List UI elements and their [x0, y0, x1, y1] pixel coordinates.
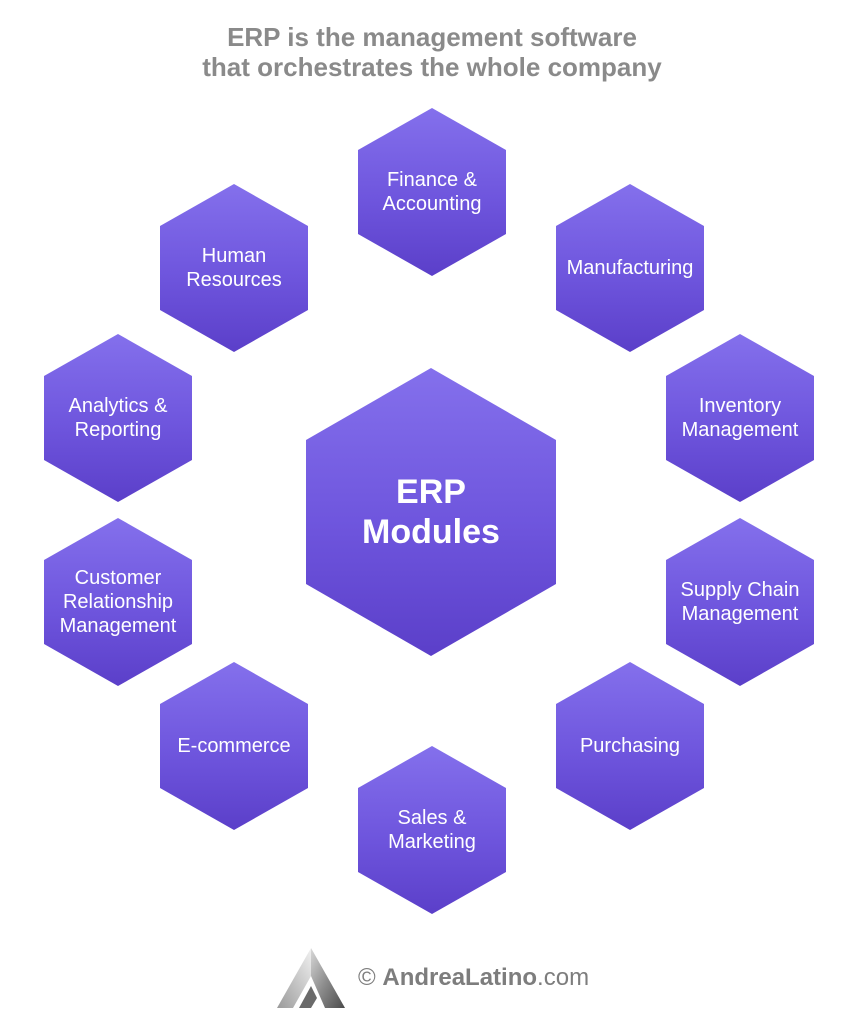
copyright-symbol: © — [358, 964, 376, 991]
module-manufacturing: Manufacturing — [556, 184, 704, 352]
brand-name: AndreaLatino — [382, 964, 538, 991]
module-label: Sales & Marketing — [388, 807, 476, 853]
module-analytics-reporting: Analytics & Reporting — [44, 334, 192, 502]
module-human-resources: Human Resources — [160, 184, 308, 352]
module-supply-chain-management: Supply Chain Management — [666, 518, 814, 686]
title-line-1: ERP is the management software — [227, 22, 637, 52]
module-ecommerce: E-commerce — [160, 662, 308, 830]
title-line-2: that orchestrates the whole company — [202, 52, 662, 82]
module-label: Purchasing — [579, 735, 681, 757]
module-customer-relationship-management: Customer Relationship Management — [44, 518, 192, 686]
module-inventory-management: Inventory Management — [666, 334, 814, 502]
module-label: Finance & Accounting — [382, 169, 482, 215]
erp-modules-hexagon: ERP Modules — [306, 368, 556, 656]
brand-tld: .com — [537, 964, 590, 991]
erp-modules-label: ERP Modules — [362, 473, 500, 551]
module-finance-accounting: Finance & Accounting — [358, 108, 506, 276]
module-label: Inventory Management — [681, 395, 799, 441]
module-purchasing: Purchasing — [556, 662, 704, 830]
copyright-text: © AndreaLatino.com — [358, 964, 589, 992]
andrealatino-logo-icon — [277, 948, 345, 1008]
module-label: E-commerce — [177, 735, 291, 757]
module-label: Supply Chain Management — [680, 579, 800, 625]
module-sales-marketing: Sales & Marketing — [358, 746, 506, 914]
module-label: Manufacturing — [566, 257, 694, 279]
module-label: Analytics & Reporting — [68, 395, 168, 441]
page-title: ERP is the management software that orch… — [0, 22, 864, 82]
module-label: Customer Relationship Management — [59, 567, 177, 637]
footer: © AndreaLatino.com — [0, 946, 864, 1012]
module-label: Human Resources — [186, 245, 282, 291]
